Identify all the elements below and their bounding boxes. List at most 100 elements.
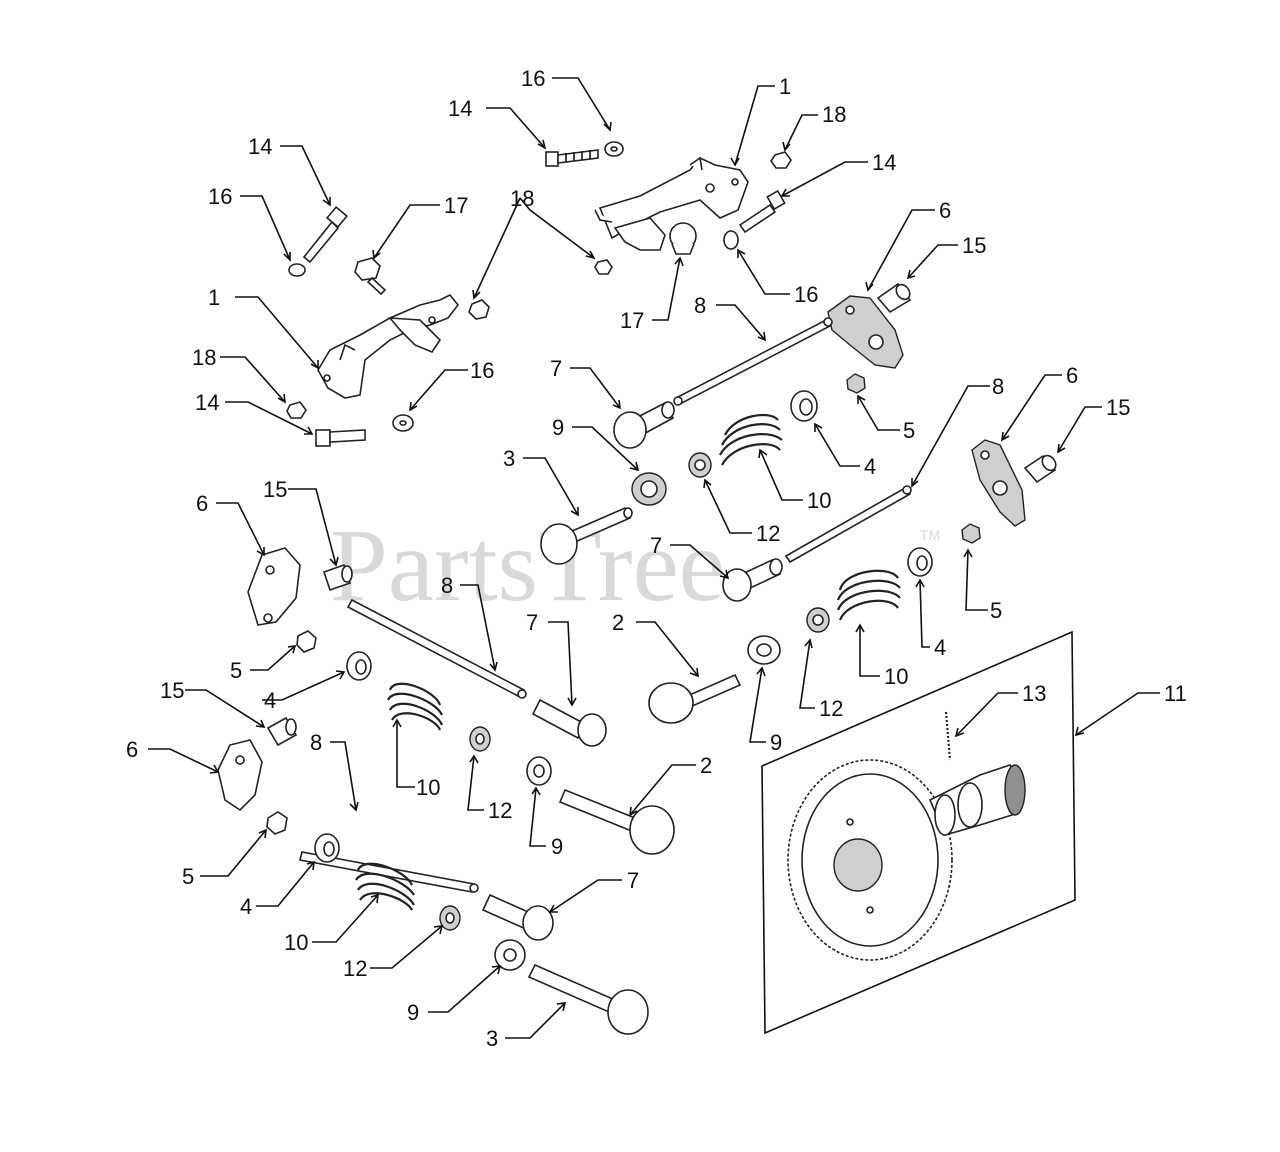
- callout-14: 14: [195, 390, 219, 415]
- callout-14: 14: [448, 96, 472, 121]
- callout-12: 12: [756, 521, 780, 546]
- nut-5-lower: [266, 811, 288, 835]
- callout-9: 9: [770, 730, 782, 755]
- callout-12: 12: [343, 956, 367, 981]
- leader-lines: [148, 77, 1160, 1039]
- callout-12: 12: [819, 696, 843, 721]
- callout-18: 18: [822, 102, 846, 127]
- bolt-14-lower-left: [315, 429, 366, 447]
- watermark-text: PartsTree: [330, 508, 725, 623]
- callout-6: 6: [196, 491, 208, 516]
- lifter-7-right: [722, 558, 783, 602]
- cap-12-upper: [688, 452, 712, 478]
- callout-5: 5: [990, 598, 1002, 623]
- cap-12-left: [469, 726, 491, 752]
- stud-17-left: [354, 257, 387, 296]
- callout-17: 17: [444, 193, 468, 218]
- callout-14: 14: [248, 134, 272, 159]
- bolt-14-right: [738, 189, 786, 234]
- nut-5-upper: [846, 373, 866, 394]
- callout-4: 4: [264, 688, 276, 713]
- washer-16-left: [288, 263, 306, 277]
- callout-10: 10: [284, 930, 308, 955]
- pivot-15-left: [322, 563, 353, 592]
- callout-15: 15: [1106, 395, 1130, 420]
- callout-11: 11: [1164, 681, 1187, 706]
- pivot-15-upper: [876, 282, 912, 314]
- callout-7: 7: [650, 533, 662, 558]
- callout-6: 6: [1066, 363, 1078, 388]
- valve-2-left: [558, 788, 675, 855]
- cap-12-right: [806, 607, 830, 633]
- seal-9-right: [747, 635, 781, 665]
- rocker-arm-6-upper: [827, 295, 904, 369]
- nut-18-lower-left: [286, 401, 307, 419]
- nut-5-right: [961, 523, 981, 544]
- spring-10-lower: [355, 862, 415, 911]
- callout-5: 5: [230, 658, 242, 683]
- bracket-upper-right: [594, 156, 749, 251]
- rocker-arm-6-left: [247, 547, 301, 626]
- callout-9: 9: [551, 834, 563, 859]
- parts-illustration: [217, 141, 1076, 1035]
- callout-16: 16: [470, 358, 494, 383]
- push-rod-8-upper: [673, 317, 833, 406]
- callout-16: 16: [521, 66, 545, 91]
- spring-pin-13: [944, 711, 952, 761]
- callout-6: 6: [939, 198, 951, 223]
- callout-16: 16: [794, 282, 818, 307]
- callout-labels: 16 1 14 18 14 14 16 17 18 6 15 1 16 17 8…: [126, 66, 1187, 1051]
- callout-14: 14: [872, 150, 896, 175]
- callout-8: 8: [992, 374, 1004, 399]
- bolt-14-top: [545, 149, 599, 167]
- nut-5-left: [296, 630, 317, 653]
- callout-6: 6: [126, 737, 138, 762]
- callout-2: 2: [612, 610, 624, 635]
- callout-4: 4: [934, 635, 946, 660]
- callout-5: 5: [182, 864, 194, 889]
- callout-3: 3: [486, 1026, 498, 1051]
- stud-17-upper: [669, 222, 697, 255]
- callout-1: 1: [208, 285, 220, 310]
- cap-12-lower: [439, 905, 461, 931]
- callout-8: 8: [694, 293, 706, 318]
- callout-15: 15: [263, 477, 287, 502]
- rocker-arm-6-lower: [217, 739, 263, 812]
- lifter-7-upper: [613, 401, 675, 449]
- callout-7: 7: [627, 868, 639, 893]
- callout-10: 10: [416, 775, 440, 800]
- callout-10: 10: [884, 664, 908, 689]
- callout-4: 4: [864, 454, 876, 479]
- push-rod-8-right: [784, 485, 912, 564]
- retainer-4-upper: [790, 390, 818, 422]
- callout-2: 2: [700, 753, 712, 778]
- callout-8: 8: [441, 573, 453, 598]
- watermark-trademark: TM: [920, 527, 940, 543]
- valve-3-lower: [527, 963, 649, 1035]
- callout-9: 9: [407, 1000, 419, 1025]
- lifter-7-left: [531, 698, 607, 747]
- callout-18: 18: [510, 186, 534, 211]
- callout-7: 7: [550, 356, 562, 381]
- bracket-left: [317, 293, 460, 399]
- callout-5: 5: [903, 418, 915, 443]
- lifter-7-lower: [481, 893, 554, 941]
- spring-10-right: [836, 569, 901, 621]
- nut-18-left-bracket: [468, 299, 490, 320]
- pivot-15-right: [1023, 454, 1057, 484]
- push-rod-8-lower: [299, 851, 479, 893]
- bolt-14-left-top: [302, 206, 348, 264]
- callout-15: 15: [962, 233, 986, 258]
- callout-13: 13: [1022, 681, 1046, 706]
- nut-18-mid: [594, 259, 613, 275]
- seal-9-left: [526, 756, 552, 786]
- pivot-15-lower: [266, 716, 298, 747]
- push-rod-8-left: [346, 598, 527, 699]
- seal-9-upper: [631, 472, 667, 506]
- callout-15: 15: [160, 678, 184, 703]
- callout-12: 12: [488, 798, 512, 823]
- callout-8: 8: [310, 730, 322, 755]
- callout-7: 7: [526, 610, 538, 635]
- washer-16-right: [723, 230, 739, 250]
